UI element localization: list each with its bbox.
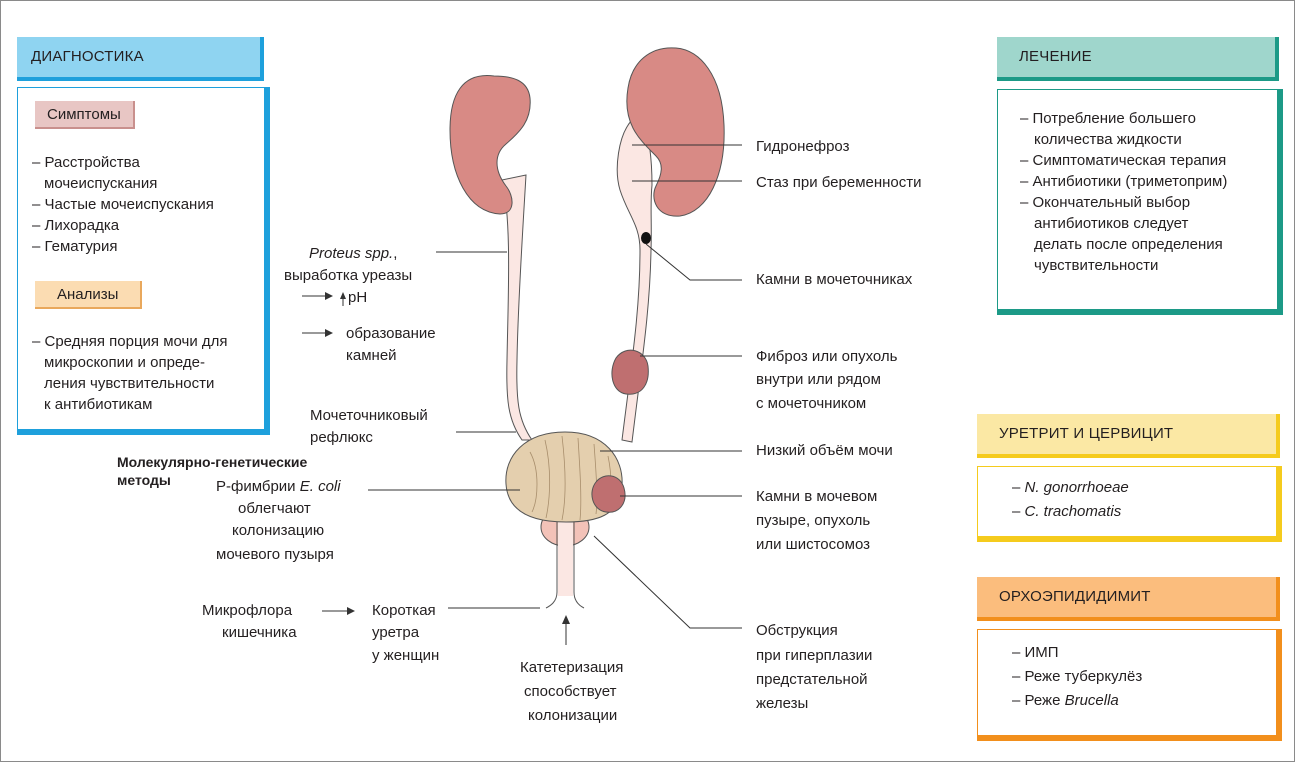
symptom-item: – Расстройства [32, 152, 214, 173]
ph-label: pH [348, 287, 367, 308]
urethritis-box: – N. gonorrhoeae – C. trachomatis [977, 466, 1282, 542]
test-item: ления чувствительности [32, 373, 228, 394]
molecular-label-2: методы [117, 470, 171, 491]
fibrosis-label-3: с мочеточником [756, 393, 866, 414]
treatment-item: антибиотиков следует [1020, 213, 1227, 234]
symptom-item: – Частые мочеиспускания [32, 194, 214, 215]
urethritis-header: УРЕТРИТ И ЦЕРВИЦИТ [977, 414, 1280, 458]
tests-list: – Средняя порция мочи для микроскопии и … [32, 331, 228, 415]
reflux-label-1: Мочеточниковый [310, 405, 428, 426]
obstruction-label-1: Обструкция [756, 620, 838, 641]
flora-label-2: кишечника [222, 622, 297, 643]
symptom-item: – Лихорадка [32, 215, 214, 236]
symptoms-label: Симптомы [47, 106, 121, 123]
urethritis-header-text: УРЕТРИТ И ЦЕРВИЦИТ [999, 425, 1173, 442]
treatment-header: ЛЕЧЕНИЕ [997, 37, 1279, 81]
symptoms-pill: Симптомы [35, 101, 135, 129]
symptoms-list: – Расстройства мочеиспускания – Частые м… [32, 152, 214, 257]
treatment-item: – Антибиотики (триметоприм) [1020, 171, 1227, 192]
catheter-label-2: способствует [524, 681, 616, 702]
bladder-stones-label-2: пузыре, опухоль [756, 510, 870, 531]
urethritis-item-2: – C. trachomatis [1012, 501, 1121, 522]
stones-label-1: образование [346, 323, 436, 344]
fimbriae-label-1: P-фимбрии E. coli [216, 476, 341, 497]
tests-pill: Анализы [35, 281, 142, 309]
treatment-item: – Симптоматическая терапия [1020, 150, 1227, 171]
catheter-label-3: колонизации [528, 705, 617, 726]
ureter-stones-label: Камни в мочеточниках [756, 269, 912, 290]
flora-label-1: Микрофлора [202, 600, 292, 621]
proteus-label: Proteus spp., [309, 243, 397, 264]
diagnostics-box: Симптомы – Расстройства мочеиспускания –… [17, 87, 270, 435]
bladder-stones-label-3: или шистосомоз [756, 534, 870, 555]
obstruction-label-3: предстательной [756, 669, 868, 690]
stones-label-2: камней [346, 345, 397, 366]
short-urethra-label-1: Короткая [372, 600, 436, 621]
test-item: к антибиотикам [32, 394, 228, 415]
urease-label: выработка уреазы [284, 265, 412, 286]
left-ureter [502, 175, 532, 440]
treatment-item: делать после определения [1020, 234, 1227, 255]
stasis-label: Стаз при беременности [756, 172, 922, 193]
obstruction-label-2: при гиперплазии [756, 645, 872, 666]
orchitis-header-text: ОРХОЭПИДИДИМИТ [999, 588, 1151, 605]
low-volume-label: Низкий объём мочи [756, 440, 893, 461]
fibrosis-label-2: внутри или рядом [756, 369, 881, 390]
treatment-item: чувствительности [1020, 255, 1227, 276]
bladder-stones-label-1: Камни в мочевом [756, 486, 877, 507]
treatment-item: – Потребление большего [1020, 108, 1227, 129]
fimbriae-label-3: колонизацию [232, 520, 324, 541]
orchitis-item-2: – Реже туберкулёз [1012, 666, 1142, 687]
symptom-item: мочеиспускания [32, 173, 214, 194]
bladder-stone [592, 476, 625, 512]
obstruction-label-4: железы [756, 693, 808, 714]
symptom-item: – Гематурия [32, 236, 214, 257]
fimbriae-label-2: облегчают [238, 498, 311, 519]
short-urethra-label-2: уретра [372, 622, 419, 643]
short-urethra-label-3: у женщин [372, 645, 439, 666]
fimbriae-label-4: мочевого пузыря [216, 544, 334, 565]
test-item: микроскопии и опреде- [32, 352, 228, 373]
orchitis-item-1: – ИМП [1012, 642, 1059, 663]
ureter-stone [641, 232, 651, 244]
urethritis-item-1: – N. gonorrhoeae [1012, 477, 1129, 498]
orchitis-box: – ИМП – Реже туберкулёз – Реже Brucella [977, 629, 1282, 741]
reflux-label-2: рефлюкс [310, 427, 373, 448]
tests-label: Анализы [57, 286, 118, 303]
test-item: – Средняя порция мочи для [32, 331, 228, 352]
treatment-box: – Потребление большего количества жидкос… [997, 89, 1283, 315]
ureter-tumour [612, 350, 648, 394]
hydronephrosis-label: Гидронефроз [756, 136, 849, 157]
treatment-item: – Окончательный выбор [1020, 192, 1227, 213]
catheter-label-1: Катетеризация [520, 657, 623, 678]
treatment-item: количества жидкости [1020, 129, 1227, 150]
orchitis-header: ОРХОЭПИДИДИМИТ [977, 577, 1280, 621]
treatment-list: – Потребление большего количества жидкос… [1020, 108, 1227, 276]
treatment-header-text: ЛЕЧЕНИЕ [1019, 48, 1092, 65]
fibrosis-label-1: Фиброз или опухоль [756, 346, 898, 367]
diagnostics-header-text: ДИАГНОСТИКА [31, 48, 144, 65]
diagnostics-header: ДИАГНОСТИКА [17, 37, 264, 81]
orchitis-item-3: – Реже Brucella [1012, 690, 1119, 711]
